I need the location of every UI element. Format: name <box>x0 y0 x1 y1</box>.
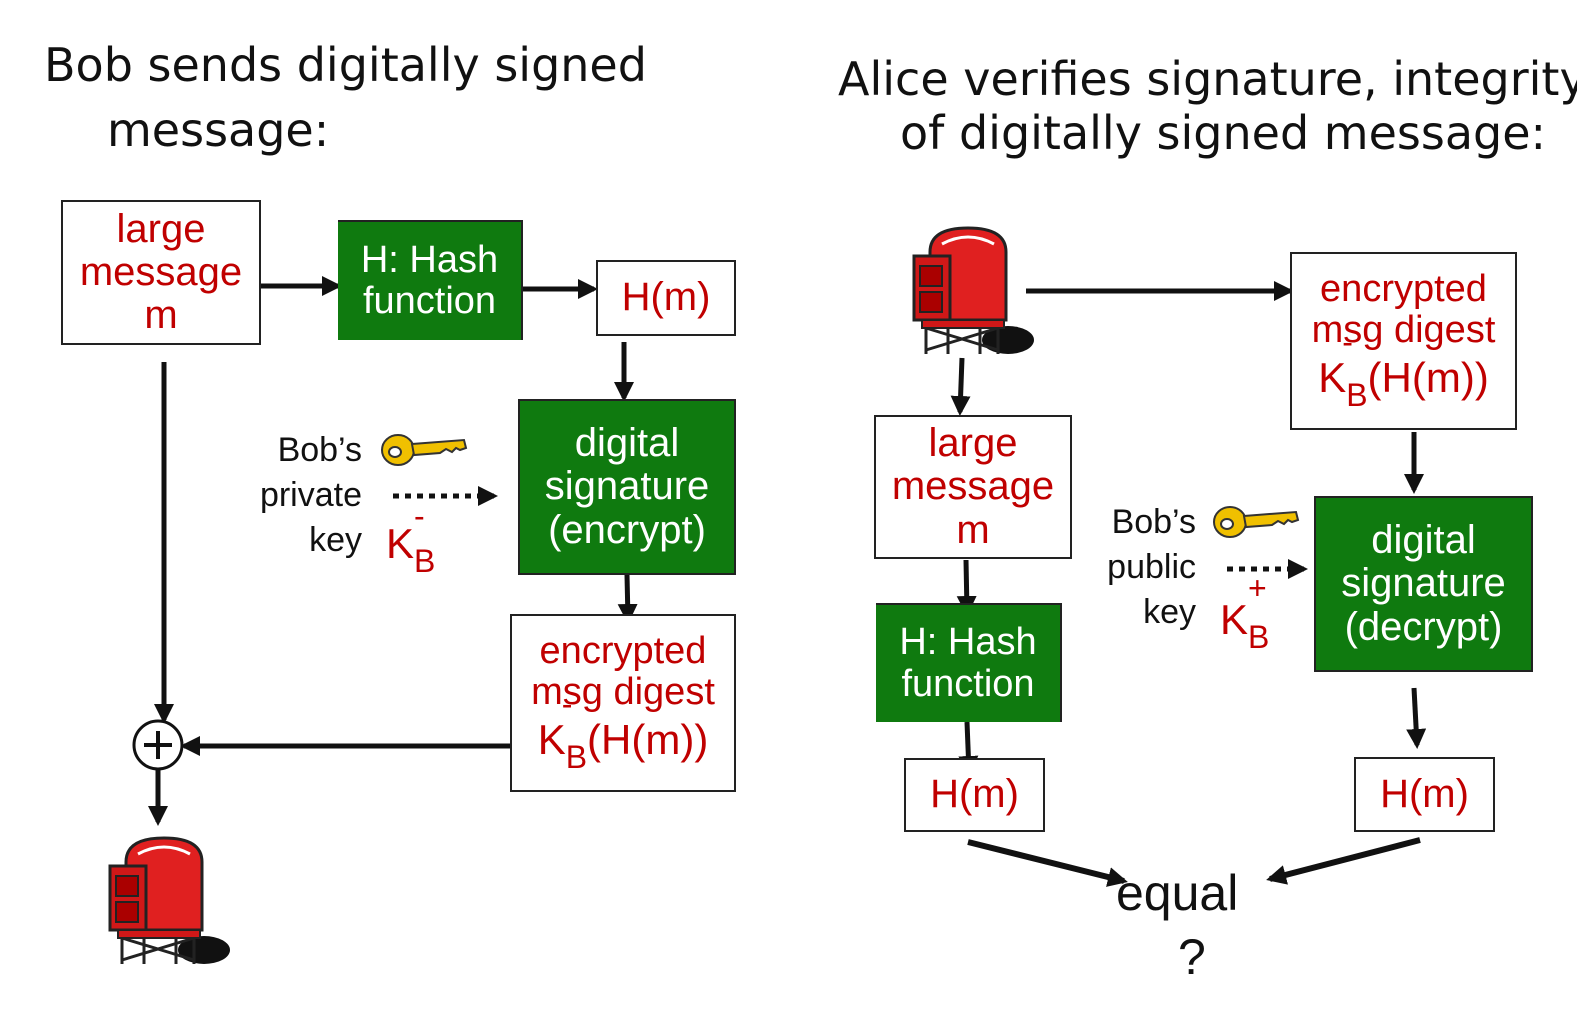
hm-text: H(m) <box>1380 771 1469 816</box>
right-hash-function-box: H: Hash function <box>876 603 1062 722</box>
right-hm-right-box: H(m) <box>1354 757 1495 832</box>
signature-line1: digital <box>1371 518 1476 563</box>
left-hm-box: H(m) <box>596 260 736 336</box>
left-key-label: Bob’s private key <box>234 428 362 563</box>
equal-label: equal <box>1116 865 1239 921</box>
left-hash-function-box: H: Hash function <box>338 220 523 340</box>
digest-formula: K-B(H(m)) <box>1318 324 1489 414</box>
key-label-line3: key <box>309 520 362 559</box>
signature-line2: signature <box>1341 561 1506 606</box>
hash-line1: H: Hash <box>899 621 1037 664</box>
arrow-mailbox-to-message <box>950 357 971 416</box>
left-key-symbol: K-B <box>386 498 436 579</box>
right-large-message-box: large message m <box>874 415 1072 559</box>
large-message-line2: message <box>79 249 243 294</box>
right-hm-left-box: H(m) <box>904 758 1045 832</box>
arrow-hm-left-to-equal <box>967 839 1128 887</box>
arrow-hm-right-to-equal <box>1266 837 1421 885</box>
signature-line1: digital <box>574 421 680 466</box>
digest-line1: encrypted <box>1320 268 1487 311</box>
key-icon <box>1213 506 1300 538</box>
left-title-line2: message: <box>107 103 330 157</box>
digest-line1: encrypted <box>539 630 707 673</box>
key-icon <box>381 434 468 466</box>
hash-line2: function <box>362 280 497 322</box>
signature-line3: (decrypt) <box>1344 604 1503 649</box>
left-title-line1: Bob sends digitally signed <box>44 38 647 92</box>
right-title-line1: Alice verifies signature, integrity <box>838 52 1577 106</box>
large-message-line1: large <box>928 421 1018 466</box>
hm-text: H(m) <box>621 275 711 320</box>
key-label-line2: public <box>1107 547 1196 586</box>
signature-line2: signature <box>544 464 710 509</box>
left-large-message-box: large message m <box>61 200 261 345</box>
digest-line2: msg digest <box>1311 309 1496 352</box>
key-label-line2: private <box>259 475 362 514</box>
right-encrypted-digest-box: encrypted msg digest K-B(H(m)) <box>1290 252 1517 430</box>
hash-line1: H: Hash <box>360 238 499 281</box>
large-message-line3: m <box>956 507 990 552</box>
signature-line3: (encrypt) <box>548 507 706 552</box>
large-message-line3: m <box>144 293 178 338</box>
key-label-line1: Bob’s <box>277 431 362 469</box>
arrow-decrypt-to-hm <box>1406 687 1427 749</box>
left-digital-signature-box: digital signature (encrypt) <box>518 399 736 575</box>
large-message-line1: large <box>116 206 206 251</box>
hash-line2: function <box>901 662 1035 705</box>
digest-formula: K-B(H(m)) <box>537 686 709 776</box>
arrow-signature-to-digest <box>617 574 638 624</box>
key-label-line1: Bob’s <box>1111 503 1196 541</box>
left-encrypted-digest-box: encrypted msg digest K-B(H(m)) <box>510 614 736 792</box>
key-label-line3: key <box>1143 592 1196 631</box>
right-title-line2: of digitally signed message: <box>900 106 1546 160</box>
large-message-line2: message <box>891 464 1055 509</box>
mailbox-icon <box>108 836 230 964</box>
hm-text: H(m) <box>930 772 1019 817</box>
digest-line2: msg digest <box>531 671 715 714</box>
question-mark: ? <box>1178 929 1206 985</box>
right-key-label: Bob’s public key <box>1068 500 1196 635</box>
mailbox-icon <box>912 226 1034 354</box>
right-digital-signature-box: digital signature (decrypt) <box>1314 496 1533 672</box>
right-key-symbol: K+B <box>1220 570 1270 655</box>
